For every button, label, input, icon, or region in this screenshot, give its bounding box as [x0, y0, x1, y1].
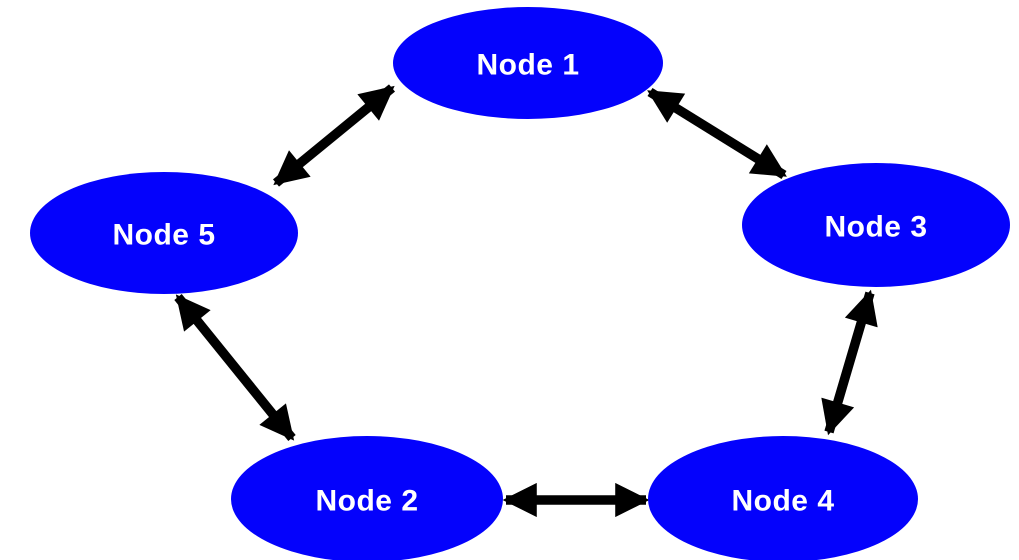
node-3-label: Node 3: [824, 211, 927, 244]
node-4: Node 4: [648, 436, 918, 560]
node-3-ellipse: [742, 163, 1010, 287]
node-3: Node 3: [742, 163, 1010, 287]
node-2-label: Node 2: [315, 485, 418, 518]
edge-node-1-node-3: [647, 87, 787, 180]
node-2: Node 2: [231, 436, 503, 560]
node-1-ellipse: [393, 7, 663, 119]
node-2-ellipse: [231, 436, 503, 560]
nodes-layer: Node 1 Node 5 Node 3 Node 2 Node 4: [30, 7, 1010, 560]
node-5-ellipse: [30, 172, 298, 294]
edge-node-3-node-4: [821, 289, 878, 436]
edge-node-5-node-2: [174, 294, 296, 441]
edges-layer: [174, 84, 878, 518]
node-5: Node 5: [30, 172, 298, 294]
node-1-label: Node 1: [476, 49, 579, 82]
node-1: Node 1: [393, 7, 663, 119]
edge-node-5-node-1: [272, 84, 396, 187]
node-4-ellipse: [648, 436, 918, 560]
node-5-label: Node 5: [112, 219, 215, 252]
node-4-label: Node 4: [731, 485, 834, 518]
